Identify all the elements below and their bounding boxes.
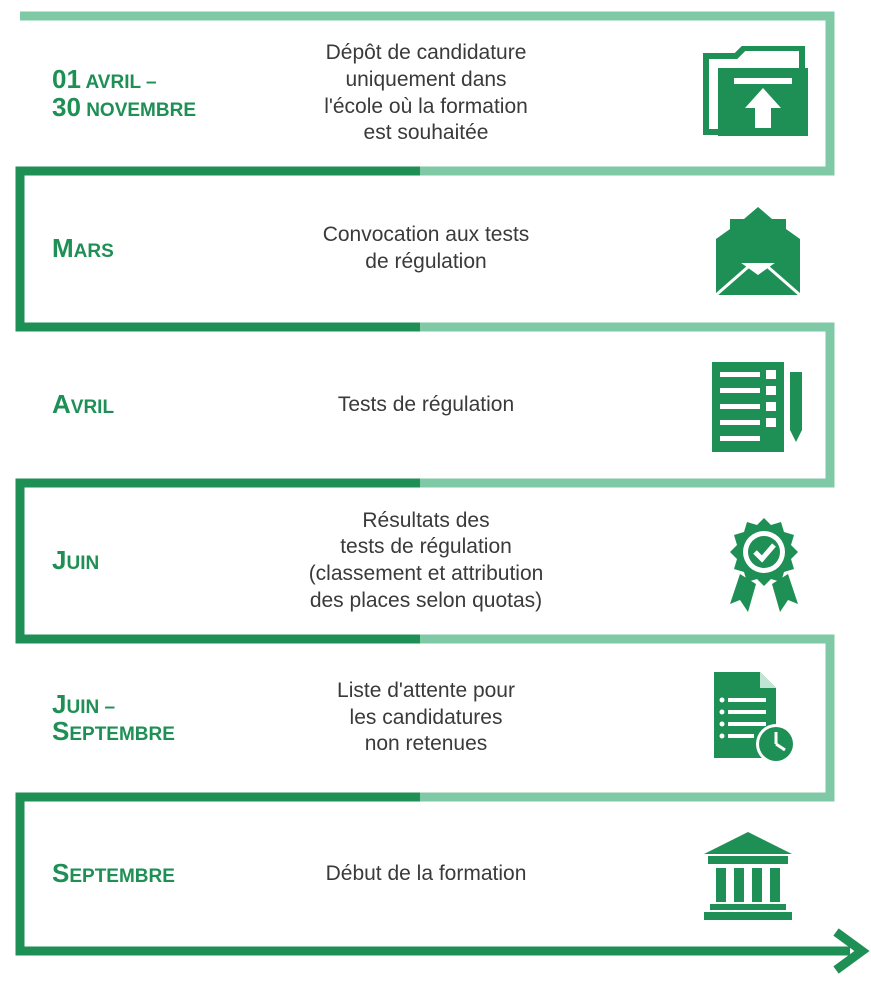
step-description: Convocation aux tests de régulation — [270, 175, 582, 323]
timeline-step: 01 AVRIL –30 NOVEMBRE Dépôt de candidatur… — [0, 20, 871, 167]
description-line: l'école où la formation — [324, 94, 528, 118]
timeline-step: MARS Convocation aux tests de régulation — [0, 175, 871, 323]
description-line: Tests de régulation — [337, 392, 515, 416]
date-line-1: JUIN – — [52, 688, 116, 719]
description-line: les candidatures — [349, 705, 503, 729]
checklist-icon — [710, 360, 806, 456]
step-description: Début de la formation — [270, 801, 582, 947]
step-date: AVRIL — [52, 331, 114, 479]
date-line-1: SEPTEMBRE — [52, 858, 175, 889]
date-line-2: 30 NOVEMBRE — [52, 91, 196, 122]
envelope-icon — [712, 205, 804, 297]
step-date: JUIN –SEPTEMBRE — [52, 643, 175, 793]
description-line: (classement et attribution — [308, 562, 544, 585]
date-line-1: JUIN — [52, 545, 100, 576]
description-line: non retenues — [364, 732, 488, 756]
timeline-step: SEPTEMBRE Début de la formation — [0, 801, 871, 947]
description-line: tests de régulation — [340, 535, 512, 559]
date-line-2: SEPTEMBRE — [52, 716, 175, 746]
description-line: de régulation — [365, 250, 487, 273]
date-line-1: AVRIL — [52, 389, 115, 420]
institution-icon — [702, 830, 794, 922]
description-line: Dépôt de candidature — [325, 41, 527, 65]
step-date: SEPTEMBRE — [52, 801, 175, 947]
description-line: Convocation aux tests — [322, 223, 530, 247]
description-line: uniquement dans — [345, 67, 507, 91]
description-line: est souhaitée — [363, 121, 489, 145]
description-line: des places selon quotas) — [309, 588, 543, 612]
timeline-step: AVRIL Tests de régulation — [0, 331, 871, 479]
award-badge-icon — [724, 516, 804, 616]
description-line: Liste d'attente pour — [337, 679, 515, 703]
step-description: Tests de régulation — [270, 331, 582, 479]
description-line: Début de la formation — [325, 861, 527, 885]
timeline-step: JUIN Résultats des tests de régulation (cla… — [0, 487, 871, 635]
folder-upload-icon — [702, 45, 810, 138]
step-date: 01 AVRIL –30 NOVEMBRE — [52, 20, 196, 167]
date-line-1: MARS — [52, 233, 114, 264]
description-line: Résultats des — [362, 508, 490, 532]
document-clock-icon — [710, 670, 802, 766]
date-line-1: 01 AVRIL – — [52, 64, 157, 95]
step-date: JUIN — [52, 487, 99, 635]
arrow-head — [833, 928, 870, 974]
step-date: MARS — [52, 175, 114, 323]
step-description: Résultats des tests de régulation (classem… — [270, 487, 582, 635]
